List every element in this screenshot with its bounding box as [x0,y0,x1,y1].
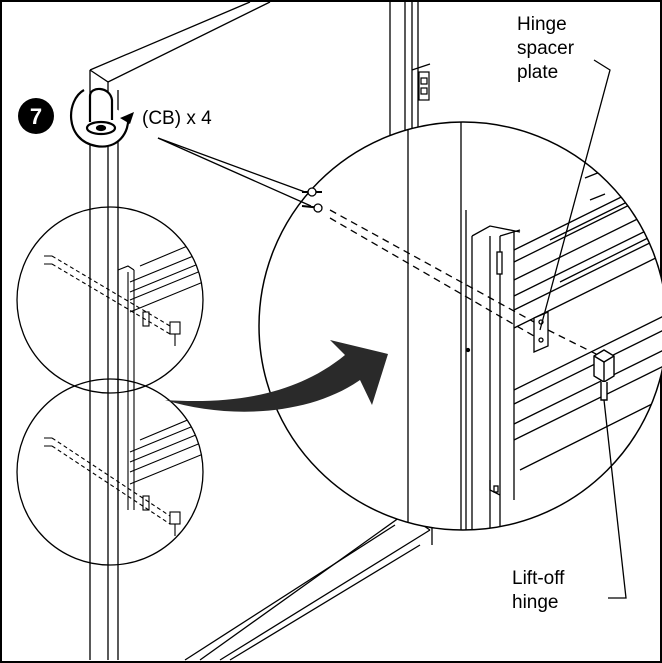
hinge-spacer-plate-line-2: spacer [517,38,575,59]
lift-off-hinge-part [593,349,615,401]
label-leaders [539,59,627,599]
hinge-spacer-plate-line-1: Hinge [517,14,567,35]
fastener-callout-text: (CB) x 4 [142,108,212,129]
lift-off-hinge-line-1: Lift-off [512,568,565,589]
hinge-spacer-plate-line-3: plate [517,62,558,83]
step-number: 7 [30,104,42,129]
hinge-spacer-plate-label: Hinge spacer plate [517,14,579,83]
detail-circle-bottom [16,378,204,566]
detail-circle-top [16,206,204,394]
lift-off-hinge-line-2: hinge [512,592,559,613]
rotate-wrench-icon [70,87,134,148]
zoom-detail-circle [258,121,662,531]
callout-leaders [157,137,312,207]
zoom-arrow [165,340,388,412]
step-badge: 7 [18,98,54,134]
carriage-bolts [301,187,323,213]
lift-off-hinge-label: Lift-off hinge [512,568,570,613]
upper-hinge-bracket [411,63,431,101]
